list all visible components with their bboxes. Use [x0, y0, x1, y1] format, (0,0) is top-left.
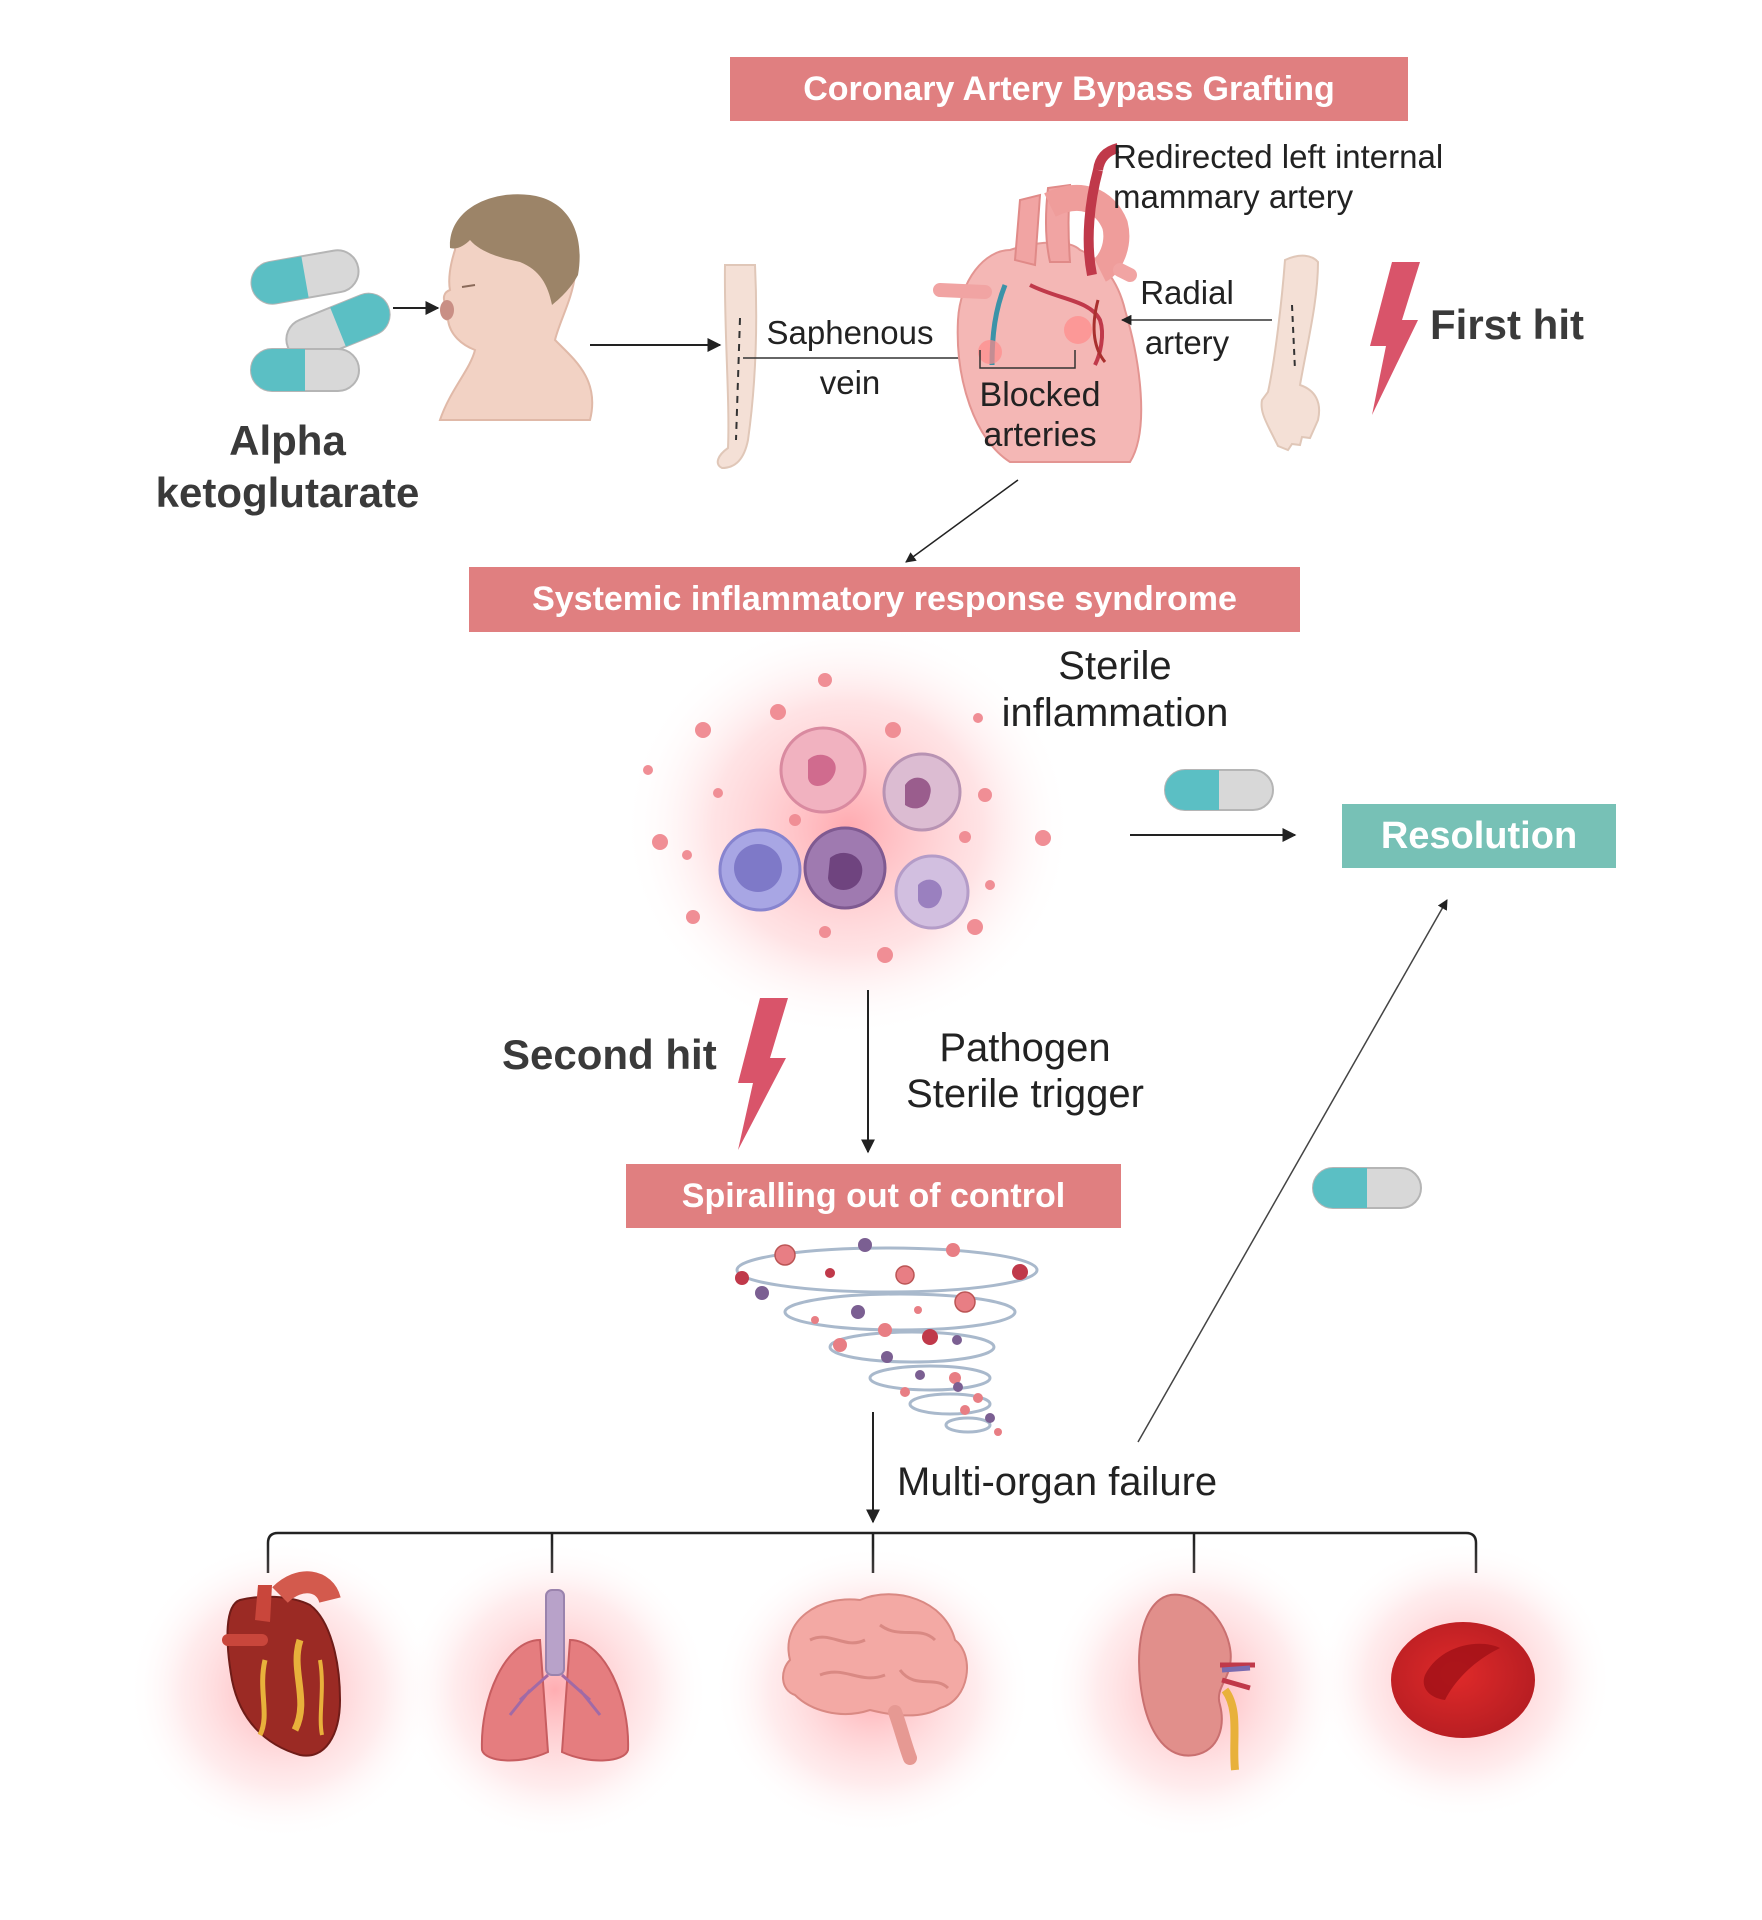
- capsule-resolution-icon: [1164, 769, 1274, 811]
- trigger-label-line2: Sterile trigger: [906, 1072, 1144, 1116]
- trigger-label: Pathogen Sterile trigger: [895, 1025, 1155, 1117]
- mof-label: Multi-organ failure: [897, 1460, 1218, 1504]
- arrow-heart-to-sirs: [905, 479, 1019, 563]
- person-head-icon: [438, 194, 594, 421]
- blocked-label-line2: arteries: [983, 416, 1097, 454]
- banner-spiral: Spiralling out of control: [626, 1164, 1121, 1228]
- kidney-icon: [1138, 1593, 1255, 1771]
- capsule-group-icon: [250, 249, 391, 392]
- banner-cabg: Coronary Artery Bypass Grafting: [730, 57, 1408, 121]
- drug-label-line1: Alpha: [229, 417, 346, 464]
- lightning-first-hit-icon: [1370, 262, 1420, 415]
- mammary-label-line1: Redirected left internal: [1113, 138, 1444, 175]
- banner-sirs: Systemic inflammatory response syndrome: [469, 567, 1300, 632]
- saphenous-label-line2: vein: [819, 364, 881, 401]
- banner-resolution: Resolution: [1342, 804, 1616, 868]
- drug-label-line2: ketoglutarate: [155, 469, 420, 516]
- bypass-heart-icon: [933, 143, 1143, 463]
- first-hit-label: First hit: [1430, 301, 1584, 348]
- saphenous-label: Saphenous vein: [755, 308, 945, 408]
- heart-icon: [222, 1571, 342, 1757]
- capsule-mof-icon: [1312, 1167, 1422, 1209]
- blocked-label-line1: Blocked: [979, 376, 1101, 414]
- lightning-second-hit-icon: [738, 998, 788, 1150]
- radial-label-line1: Radial: [1140, 274, 1234, 311]
- immune-cells-icon: [623, 618, 1073, 1038]
- sterile-label-line1: Sterile: [1058, 644, 1172, 688]
- leg-icon: [716, 264, 758, 470]
- second-hit-label: Second hit: [502, 1031, 717, 1078]
- drug-label: Alpha ketoglutarate: [140, 415, 435, 519]
- brain-icon: [782, 1593, 968, 1765]
- blocked-label: Blocked arteries: [960, 375, 1120, 455]
- spiral-particles-icon: [735, 1238, 1028, 1436]
- radial-label-line2: artery: [1144, 324, 1230, 361]
- spiral-tornado-icon: [735, 1246, 1039, 1434]
- mammary-label-line2: mammary artery: [1113, 178, 1354, 215]
- saphenous-label-line1: Saphenous: [766, 314, 934, 351]
- lungs-icon: [480, 1589, 630, 1762]
- mammary-label: Redirected left internal mammary artery: [1113, 137, 1443, 217]
- arrow-mof-to-resolution: [1137, 899, 1448, 1443]
- trigger-label-line1: Pathogen: [939, 1026, 1111, 1070]
- red-blood-cell-icon: [1391, 1622, 1535, 1738]
- sterile-label: Sterile inflammation: [985, 643, 1245, 737]
- radial-label: Radial artery: [1125, 268, 1249, 368]
- arm-icon: [1260, 254, 1320, 452]
- sterile-label-line2: inflammation: [1001, 691, 1229, 735]
